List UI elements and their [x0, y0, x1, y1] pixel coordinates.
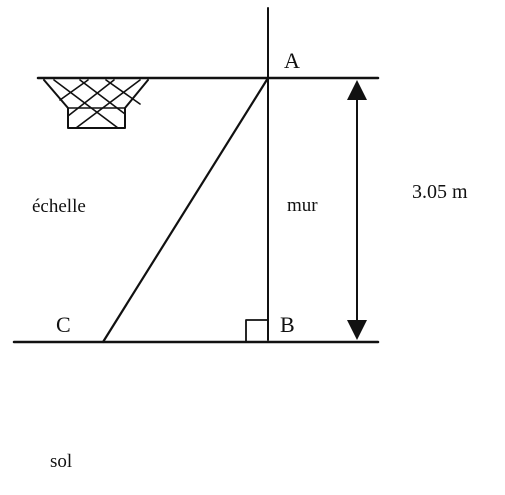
wall-label: mur: [287, 195, 318, 216]
arrow-down-icon: [347, 320, 367, 340]
right-angle-marker: [245, 319, 269, 343]
basketball-hoop-icon: [36, 76, 380, 129]
ground-label: sol: [50, 451, 72, 472]
ladder-line: [101, 76, 270, 344]
point-b-label: B: [280, 312, 295, 337]
point-a-label: A: [284, 48, 300, 73]
height-label: 3.05 m: [412, 181, 468, 203]
ladder-label: échelle: [32, 196, 86, 217]
height-dimension-arrow: [347, 80, 367, 340]
net-icon: [43, 79, 149, 129]
point-c-label: C: [56, 312, 71, 337]
arrow-up-icon: [347, 80, 367, 100]
